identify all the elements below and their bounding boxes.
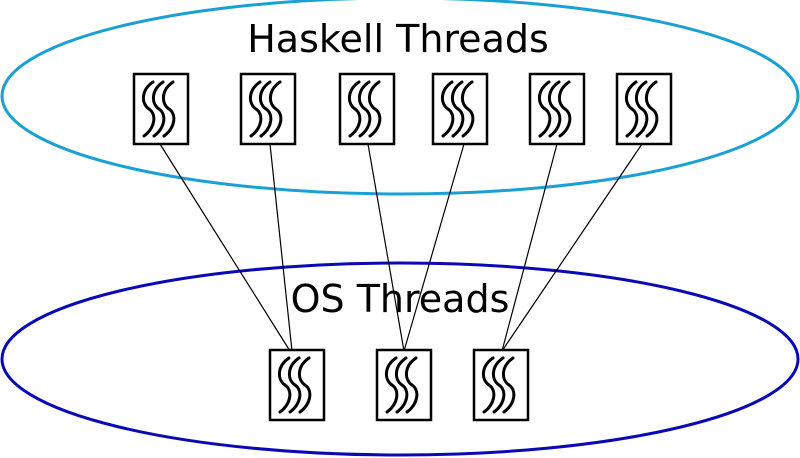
haskell-thread-icon	[132, 72, 190, 146]
haskell-thread-icon	[431, 72, 489, 146]
thread-mapping-line	[159, 143, 291, 352]
haskell-thread-icons	[132, 72, 673, 146]
thread-mapping-line	[367, 143, 405, 352]
os-threads-ellipse	[0, 261, 800, 457]
haskell-thread-icon	[338, 72, 396, 146]
haskell-threads-ellipse	[0, 0, 800, 196]
thread-mapping-line	[269, 143, 293, 352]
haskell-thread-icon	[615, 72, 673, 146]
haskell-thread-icon	[528, 72, 586, 146]
haskell-threads-label: Haskell Threads	[247, 17, 549, 61]
thread-mapping-line	[501, 143, 643, 352]
os-threads-label: OS Threads	[291, 277, 510, 321]
thread-mapping-line	[403, 143, 465, 352]
os-thread-icon	[375, 348, 433, 422]
thread-mapping-lines	[159, 143, 643, 352]
thread-mapping-line	[501, 143, 558, 352]
haskell-thread-icon	[239, 72, 297, 146]
os-thread-icon	[268, 348, 326, 422]
os-thread-icon	[472, 348, 530, 422]
os-thread-icons	[268, 348, 530, 422]
